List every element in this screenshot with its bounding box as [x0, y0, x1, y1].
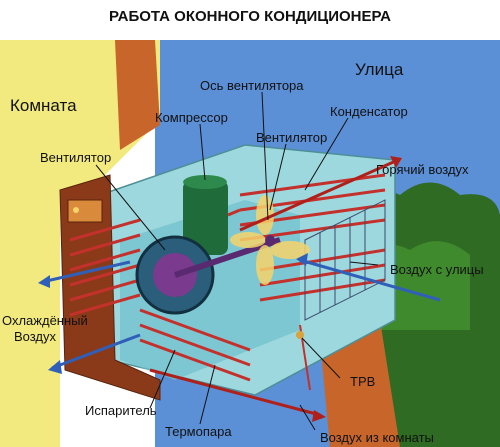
label-fan-axis: Ось вентилятора	[200, 78, 304, 93]
label-compressor: Компрессор	[155, 110, 228, 125]
label-hot-air: Горячий воздух	[376, 162, 469, 177]
compressor-top	[183, 175, 227, 189]
label-cooled-air-2: Воздух	[14, 329, 57, 344]
compressor	[183, 180, 228, 255]
label-fan-left: Вентилятор	[40, 150, 112, 165]
outside-fan	[230, 195, 310, 285]
control-panel	[67, 199, 103, 223]
label-room-air: Воздух из комнаты	[320, 430, 434, 445]
hot-air-arrow	[239, 156, 402, 232]
wall-top-brick	[115, 40, 160, 150]
label-fan-right: Вентилятор	[256, 130, 328, 145]
room-air-arrow	[149, 368, 326, 422]
label-room: Комната	[10, 96, 77, 115]
evaporator-coil	[69, 218, 251, 382]
leader-lines	[95, 91, 379, 431]
cooled-air-arrows	[38, 260, 141, 374]
trv-valve	[296, 331, 304, 339]
outside-air-arrow	[296, 253, 441, 302]
label-trv: ТРВ	[350, 374, 376, 389]
wall-bottom-brick	[320, 320, 400, 447]
label-outside-air: Воздух с улицы	[390, 262, 484, 277]
label-condenser: Конденсатор	[330, 104, 408, 119]
page-title: РАБОТА ОКОННОГО КОНДИЦИОНЕРА	[108, 8, 392, 25]
label-evaporator: Испаритель	[85, 403, 157, 418]
label-cooled-air-1: Охлаждённый	[2, 313, 88, 328]
refrigerant-line	[227, 208, 241, 217]
label-thermocouple: Термопара	[165, 424, 232, 439]
label-street: Улица	[355, 60, 404, 79]
control-knob	[73, 207, 79, 213]
condenser-grille	[304, 199, 386, 321]
outside-fan-hub	[265, 235, 275, 245]
